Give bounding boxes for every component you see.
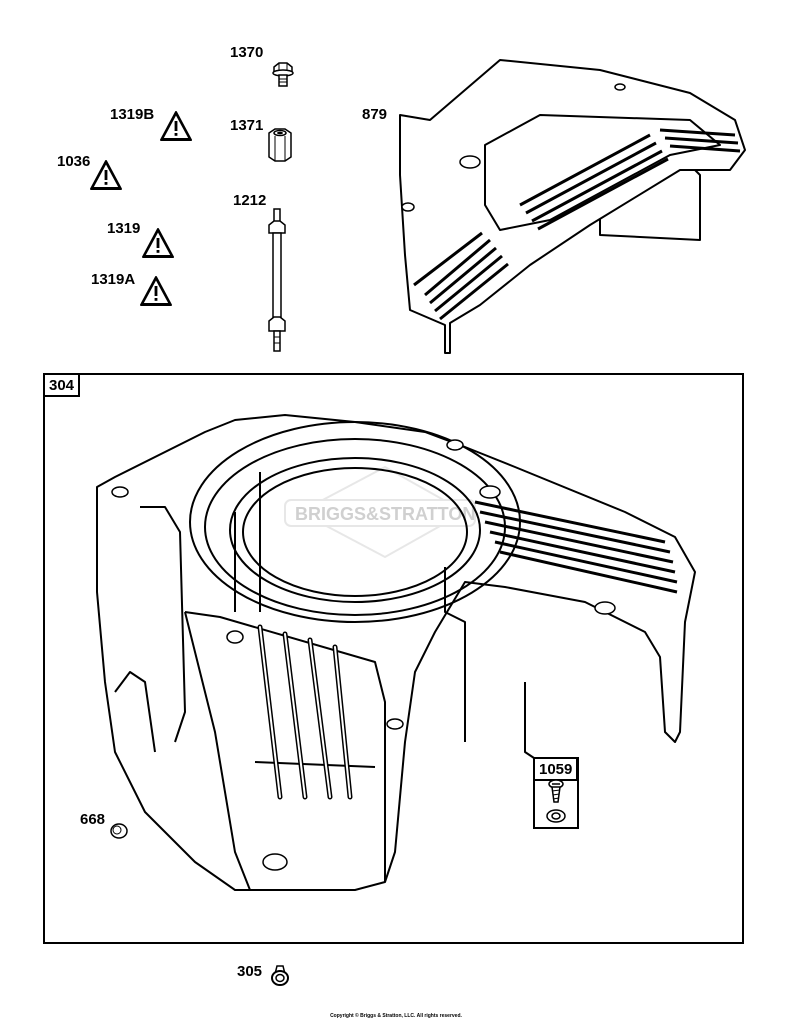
screw-kit-box: 1059 — [533, 757, 579, 829]
grommet-305-drawing — [271, 965, 289, 986]
copyright-notice: Copyright © Briggs & Stratton, LLC. All … — [330, 1013, 462, 1019]
warning-triangle-icon — [142, 228, 174, 258]
callout-1212: 1212 — [233, 192, 267, 209]
callout-1036: 1036 — [57, 153, 91, 170]
callout-1319b: 1319B — [110, 106, 155, 123]
spacer-1371-drawing — [268, 128, 292, 162]
stud-1212-drawing — [268, 208, 286, 352]
air-guide-879-drawing — [399, 59, 746, 354]
callout-1370: 1370 — [230, 44, 264, 61]
warning-triangle-icon — [140, 276, 172, 306]
watermark-text: BRIGGS&STRATTON — [295, 504, 475, 524]
callout-668: 668 — [80, 811, 106, 828]
housing-kit-box: 304 — [43, 373, 744, 944]
screw-1059-drawing — [546, 779, 566, 823]
warning-triangle-icon — [160, 111, 192, 141]
callout-305: 305 — [237, 963, 263, 980]
callout-1319: 1319 — [107, 220, 141, 237]
plug-668-drawing — [110, 823, 128, 839]
blower-housing-304-drawing: BRIGGS&STRATTON — [96, 414, 696, 891]
bolt-1370-drawing — [272, 62, 294, 87]
warning-triangle-icon — [90, 160, 122, 190]
callout-879: 879 — [362, 106, 388, 123]
callout-1371: 1371 — [230, 117, 264, 134]
callout-1319a: 1319A — [91, 271, 136, 288]
housing-kit-number: 304 — [43, 373, 81, 397]
screw-kit-number: 1059 — [533, 757, 579, 781]
